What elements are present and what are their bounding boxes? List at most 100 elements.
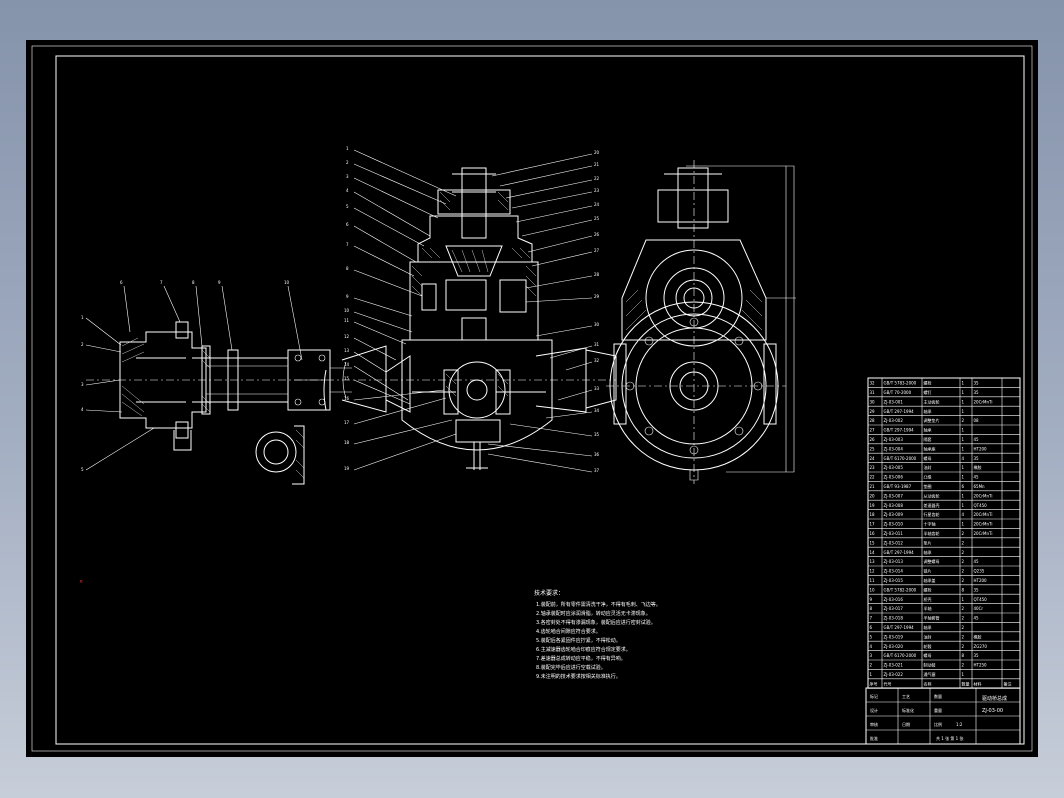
bom-cell: Q235	[974, 569, 985, 574]
bom-cell: 08	[974, 418, 980, 423]
bom-cell: 4	[962, 456, 965, 461]
bom-cell: 主动齿轮	[924, 398, 940, 404]
bom-cell: 轴承	[924, 408, 932, 414]
bom-cell: 2	[962, 569, 965, 574]
bom-cell: ZJ-03-007	[884, 493, 904, 498]
bom-cell: 65Mn	[974, 484, 986, 489]
bom-cell: 半轴套管	[924, 615, 940, 621]
svg-text:3: 3	[81, 382, 84, 387]
bom-cell: 1	[962, 493, 965, 498]
bom-cell: 轴承	[924, 427, 932, 433]
bom-cell: 1	[962, 503, 965, 508]
bom-cell: ZJ-03-004	[884, 446, 904, 451]
bom-cell: GB/T 297-1994	[884, 625, 915, 630]
bom-cell: 隔套	[924, 436, 932, 442]
bom-cell: 12	[870, 569, 876, 574]
bom-cell: 4	[870, 644, 873, 649]
drawing-name: 驱动桥总成	[982, 695, 1007, 702]
svg-text:12: 12	[344, 334, 350, 339]
drawing-number: ZJ-03-00	[982, 708, 1003, 714]
bom-cell: 5	[870, 634, 873, 639]
bom-cell: ZJ-03-002	[884, 418, 904, 423]
bom-cell: GB/T 5782-2000	[884, 587, 917, 592]
bom-cell: 螺栓	[924, 586, 932, 592]
label-process: 工艺	[902, 694, 910, 699]
svg-text:25: 25	[594, 216, 600, 221]
red-marker: ×	[79, 579, 83, 585]
svg-text:7: 7	[160, 280, 163, 285]
bom-cell: ZJ-03-019	[884, 634, 904, 639]
title-block: 驱动桥总成 ZJ-03-00 标记 设计 审核 批准 工艺 标准化 日期 数量 …	[865, 687, 1021, 745]
svg-text:20: 20	[594, 150, 600, 155]
svg-text:17: 17	[344, 420, 350, 425]
bom-cell: 11	[870, 578, 876, 583]
svg-text:1: 1	[346, 146, 349, 151]
svg-text:9: 9	[346, 294, 349, 299]
tech-requirement-line: 4.齿轮啮合间隙应符合要求。	[536, 628, 601, 635]
label-weight: 重量	[934, 707, 942, 713]
tech-requirements-heading: 技术要求：	[534, 589, 564, 597]
bom-cell: 13	[870, 559, 876, 564]
svg-text:8: 8	[346, 266, 349, 271]
bom-header-cell: 名称	[924, 680, 932, 686]
svg-text:30: 30	[594, 322, 600, 327]
label-checker: 审核	[870, 721, 878, 727]
svg-text:5: 5	[81, 467, 84, 472]
bom-cell: 6	[962, 484, 965, 489]
label-approve: 批准	[870, 735, 878, 741]
svg-text:16: 16	[344, 396, 350, 401]
tech-requirement-line: 7.差速器总成转动应平稳，不得有异响。	[536, 655, 626, 662]
bom-cell: 2	[962, 663, 965, 668]
bom-cell: 27	[870, 428, 876, 433]
bom-cell: 35	[974, 456, 980, 461]
bom-cell: 油封	[924, 633, 932, 639]
bom-header-cell: 备注	[1004, 680, 1012, 686]
svg-text:11: 11	[344, 318, 350, 323]
bom-cell: 20CrMnTi	[974, 493, 993, 498]
bom-cell: ZJ-03-015	[884, 578, 904, 583]
tech-requirement-line: 8.装配完毕后应进行空载试验。	[536, 664, 606, 671]
svg-text:4: 4	[346, 188, 349, 193]
bom-cell: 行星齿轮	[924, 511, 940, 517]
bom-cell: 45	[974, 437, 980, 442]
svg-text:3: 3	[346, 174, 349, 179]
bom-cell: 从动齿轮	[924, 492, 940, 498]
svg-text:22: 22	[594, 176, 600, 181]
bom-cell: 29	[870, 409, 876, 414]
svg-text:5: 5	[346, 204, 349, 209]
bom-cell: 调整螺母	[924, 558, 940, 564]
svg-text:23: 23	[594, 188, 600, 193]
bom-cell: 45	[974, 475, 980, 480]
bom-cell: 28	[870, 418, 876, 423]
bom-cell: 1	[962, 437, 965, 442]
bom-cell: 6	[870, 625, 873, 630]
bom-cell: 1	[962, 390, 965, 395]
bom-cell: 1	[962, 522, 965, 527]
bom-cell: GB/T 6170-2000	[884, 653, 917, 658]
svg-text:35: 35	[594, 432, 600, 437]
bom-cell: 桥壳	[924, 596, 932, 602]
svg-text:13: 13	[344, 348, 350, 353]
bom-cell: 8	[870, 606, 873, 611]
bom-cell: 2	[962, 559, 965, 564]
label-scale: 比例	[934, 721, 942, 727]
bom-cell: 35	[974, 381, 980, 386]
label-date: 日期	[902, 721, 910, 727]
svg-text:4: 4	[81, 407, 84, 412]
bom-cell: ZJ-03-011	[884, 531, 904, 536]
bom-cell: GB/T 297-1994	[884, 409, 915, 414]
svg-text:31: 31	[594, 342, 600, 347]
bom-cell: 26	[870, 437, 876, 442]
bom-cell: ZJ-03-012	[884, 540, 904, 545]
bom-cell: ZJ-03-003	[884, 437, 904, 442]
bom-cell: 20CrMnTi	[974, 512, 993, 517]
bom-cell: 1	[962, 475, 965, 480]
bom-cell: ZJ-03-008	[884, 503, 904, 508]
bom-cell: 轮毂	[924, 643, 932, 649]
bom-cell: GB/T 297-1994	[884, 550, 915, 555]
bom-cell: 35	[974, 653, 980, 658]
bom-cell: 2	[962, 625, 965, 630]
svg-text:34: 34	[594, 408, 600, 413]
